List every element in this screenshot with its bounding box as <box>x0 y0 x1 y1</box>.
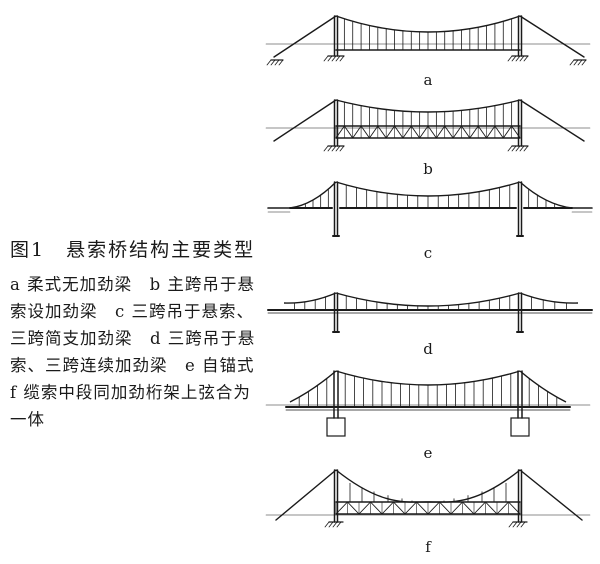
main-cable <box>335 15 521 33</box>
caption-body: a 柔式无加劲梁 b 主跨吊于悬索设加劲梁 c 三跨吊于悬索、三跨简支加劲梁 d… <box>10 275 273 429</box>
side-hangers <box>293 296 567 311</box>
diagram-d: d <box>267 292 593 358</box>
ground-hatch <box>508 521 528 528</box>
label-d: d <box>423 340 433 358</box>
side-hangers <box>298 378 558 408</box>
main-cable <box>335 99 521 113</box>
pier-left <box>326 417 346 437</box>
backstay-left <box>275 469 337 521</box>
backstay-right <box>519 469 583 521</box>
label-b: b <box>423 160 433 178</box>
truss-diagonal <box>485 501 498 515</box>
figure-caption: 图1 悬索桥结构主要类型 a 柔式无加劲梁 b 主跨吊于悬索设加劲梁 c 三跨吊… <box>10 236 273 433</box>
truss-diagonal <box>381 501 394 515</box>
tower <box>333 181 339 237</box>
truss-diagonal <box>508 501 521 515</box>
ground-hatch <box>507 55 529 62</box>
hangers <box>345 184 511 209</box>
hangers <box>344 373 512 408</box>
label-e: e <box>424 444 433 462</box>
stiffening-truss <box>335 501 521 515</box>
truss-diagonal <box>393 501 406 515</box>
caption-title: 图1 悬索桥结构主要类型 <box>10 239 256 261</box>
truss-diagonal <box>358 501 371 515</box>
truss-diagonal <box>335 501 348 515</box>
label-c: c <box>424 244 432 262</box>
side-cable-left <box>289 370 337 403</box>
tower <box>333 99 339 147</box>
tower <box>517 181 523 237</box>
backstay-left <box>273 99 337 142</box>
truss-diagonal <box>404 501 417 515</box>
truss-diagonal <box>450 501 463 515</box>
ground-hatch <box>324 521 344 528</box>
ground-hatch <box>507 145 529 152</box>
pier-right <box>510 417 530 437</box>
label-a: a <box>424 71 433 89</box>
backstay-right <box>519 99 585 142</box>
hangers <box>349 482 507 503</box>
label-f: f <box>425 538 432 556</box>
hangers <box>345 295 511 311</box>
truss-diagonal <box>473 501 486 515</box>
diagram-e: e <box>265 370 591 462</box>
hangers <box>343 101 513 127</box>
hangers <box>343 18 513 51</box>
truss-diagonal <box>462 501 475 515</box>
backstay-left <box>273 15 337 58</box>
main-cable <box>335 292 521 307</box>
diagram-c: c <box>267 181 593 262</box>
side-cable-right <box>519 370 567 403</box>
main-cable <box>335 181 521 197</box>
truss-diagonal <box>439 501 452 515</box>
diagram-f: f <box>265 469 591 556</box>
side-cable-left <box>283 292 337 304</box>
diagram-b: b <box>265 99 591 178</box>
side-hangers <box>297 188 564 209</box>
truss-diagonal <box>370 501 383 515</box>
ground-hatch <box>569 59 587 66</box>
tower <box>517 370 523 419</box>
diagram-a: a <box>265 15 591 89</box>
truss-diagonal <box>427 501 440 515</box>
side-cable-right <box>519 292 579 304</box>
tower <box>517 292 523 333</box>
tower <box>517 99 523 147</box>
ground-hatch <box>323 55 345 62</box>
tower <box>333 370 339 419</box>
main-cable <box>335 469 521 503</box>
ground-hatch <box>323 145 345 152</box>
tower <box>333 292 339 333</box>
ground-hatch <box>266 59 284 66</box>
backstay-right <box>519 15 585 58</box>
truss-diagonal <box>416 501 429 515</box>
truss-diagonal <box>347 501 360 515</box>
truss-diagonal <box>496 501 509 515</box>
